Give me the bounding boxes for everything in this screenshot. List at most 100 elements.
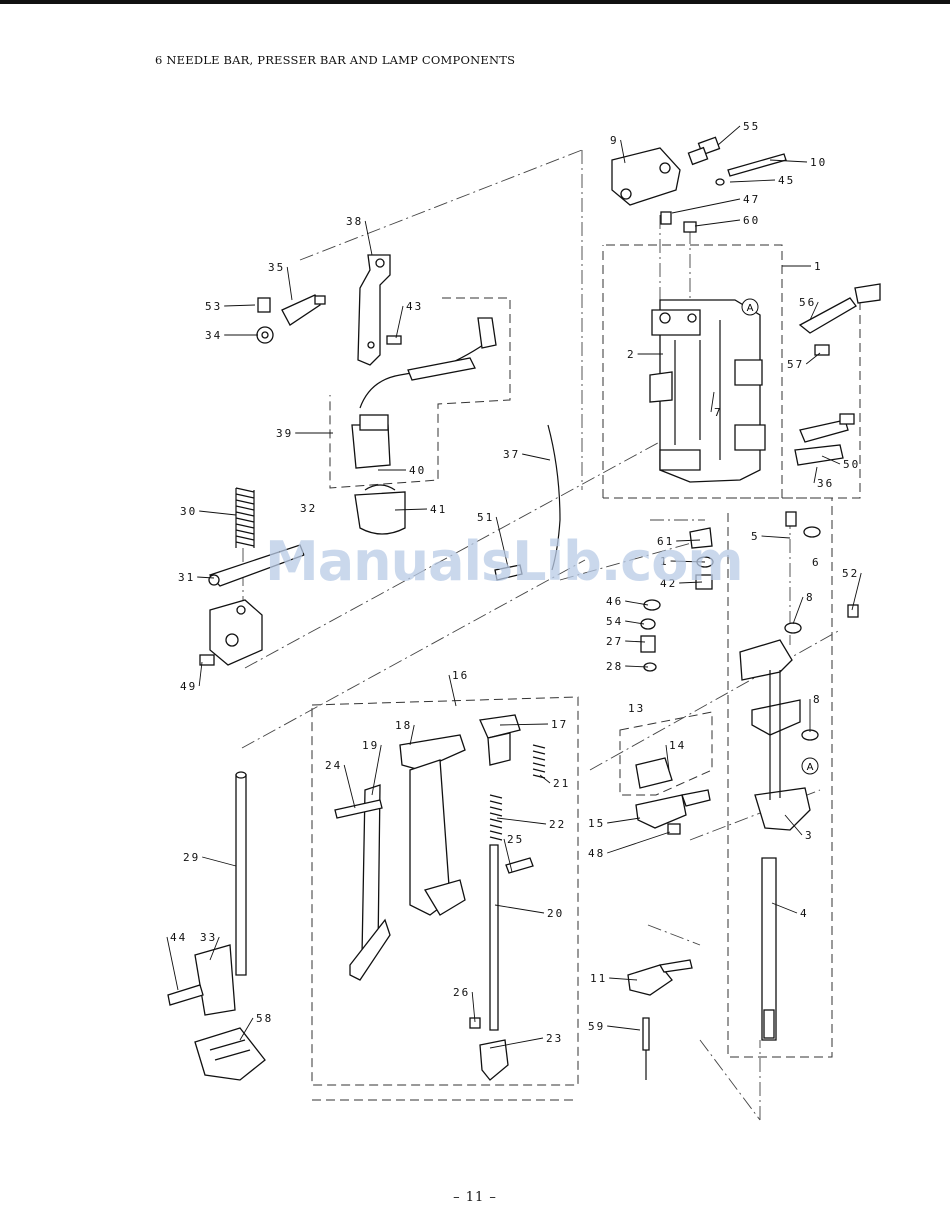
callout-label-p18: 18 (395, 719, 412, 732)
callout-label-p32: 32 (300, 502, 317, 515)
callout-label-p27: 27 (606, 635, 623, 648)
leader-line-p44 (167, 937, 178, 990)
leader-line-p15 (607, 818, 640, 823)
lamp-holder-parts (257, 295, 325, 343)
callout-label-p31: 31 (178, 571, 195, 584)
assembly-line (700, 1040, 760, 1120)
leader-line-p30 (199, 511, 236, 515)
callout-label-p4: 4 (800, 907, 809, 920)
callout-label-p57: 57 (787, 358, 804, 371)
presser-bar-assembly (335, 715, 545, 1080)
callout-label-p36: 36 (817, 477, 834, 490)
assembly-line (648, 925, 700, 945)
callout-label-p45: 45 (778, 174, 795, 187)
callout-label-p30: 30 (180, 505, 197, 518)
lamp-assembly (352, 255, 496, 534)
callout-label-p53: 53 (205, 300, 222, 313)
callout-label-p9: 9 (610, 134, 619, 147)
callout-label-p48: 48 (588, 847, 605, 860)
callout-label-p19: 19 (362, 739, 379, 752)
callout-label-p8: 8 (806, 591, 815, 604)
needle-clamp-assembly (628, 960, 692, 1080)
leader-line-p59 (607, 1026, 640, 1030)
callout-label-p46: 46 (606, 595, 623, 608)
leader-line-p53 (224, 305, 255, 306)
callout-label-p24: 24 (325, 759, 342, 772)
callout-label-p21: 21 (553, 777, 570, 790)
callout-label-p26: 26 (453, 986, 470, 999)
callout-label-p50: 50 (843, 458, 860, 471)
callout-label-p43: 43 (406, 300, 423, 313)
assembly-line (300, 150, 582, 260)
callout-label-p17: 17 (551, 718, 568, 731)
callout-label-p13: 13 (628, 702, 645, 715)
callout-label-p10: 10 (810, 156, 827, 169)
callout-label-p39: 39 (276, 427, 293, 440)
leader-line-p8 (793, 597, 803, 624)
callout-label-p47: 47 (743, 193, 760, 206)
callout-label-p25: 25 (507, 833, 524, 846)
callout-label-p7: 7 (714, 406, 723, 419)
leader-line-p24 (344, 765, 355, 808)
leader-line-p38 (365, 221, 372, 255)
thread-guide-bracket (795, 284, 880, 465)
callout-label-p23: 23 (546, 1032, 563, 1045)
needle-bar-frame (650, 300, 765, 482)
callout-label-p33: 33 (200, 931, 217, 944)
callout-label-p14: 14 (669, 739, 686, 752)
callout-label-p20: 20 (547, 907, 564, 920)
watermark-logo: ManualsLib.com (265, 530, 743, 593)
assembly-lines (242, 150, 840, 1120)
callout-label-p59: 59 (588, 1020, 605, 1033)
leader-line-p55 (718, 126, 740, 145)
callout-label-p5: 5 (751, 530, 760, 543)
callout-label-p35: 35 (268, 261, 285, 274)
callout-label-p60: 60 (743, 214, 760, 227)
callout-label-p40: 40 (409, 464, 426, 477)
callout-label-p55: 55 (743, 120, 760, 133)
thread-guide-group-outline (620, 712, 712, 795)
leader-line-p22 (497, 818, 546, 824)
callout-label-p2: 2 (627, 348, 636, 361)
callout-label-p37: 37 (503, 448, 520, 461)
leader-line-p37 (522, 454, 550, 460)
callout-label-p41: 41 (430, 503, 447, 516)
leader-line-p43 (396, 306, 403, 338)
page-number: – 11 – (0, 1190, 950, 1205)
callout-label-p8b: 8 (813, 693, 822, 706)
assembly-line (590, 630, 840, 770)
leader-line-p5 (762, 536, 790, 538)
callout-label-p52: 52 (842, 567, 859, 580)
leader-line-p20 (495, 905, 544, 913)
reference-marker-mA1: A (742, 299, 758, 315)
callout-label-p44: 44 (170, 931, 187, 944)
leader-line-p47 (672, 199, 740, 213)
leader-line-p60 (695, 220, 740, 226)
callout-label-p11: 11 (590, 972, 607, 985)
needle-bar-clamp (740, 512, 858, 830)
callout-label-p56: 56 (799, 296, 816, 309)
reference-marker-mA2: A (802, 758, 818, 774)
callout-label-p34: 34 (205, 329, 222, 342)
callout-label-p16: 16 (452, 669, 469, 682)
callout-label-p49: 49 (180, 680, 197, 693)
leader-line-p21 (540, 775, 550, 783)
needle-bar (762, 858, 776, 1040)
thread-guide-assembly (636, 758, 710, 834)
svg-text:A: A (807, 762, 814, 773)
callout-label-p54: 54 (606, 615, 623, 628)
callout-label-p58: 58 (256, 1012, 273, 1025)
callout-label-p22: 22 (549, 818, 566, 831)
leader-line-p29 (202, 857, 236, 866)
callout-label-p15: 15 (588, 817, 605, 830)
callout-label-p38: 38 (346, 215, 363, 228)
leader-line-p35 (287, 267, 292, 300)
leader-line-p48 (607, 832, 670, 853)
presser-foot-assembly (168, 772, 265, 1080)
callout-label-p51: 51 (477, 511, 494, 524)
callout-label-p3: 3 (805, 829, 814, 842)
callout-label-p28: 28 (606, 660, 623, 673)
leader-line-p45 (730, 180, 775, 182)
leader-line-p57 (806, 353, 820, 364)
